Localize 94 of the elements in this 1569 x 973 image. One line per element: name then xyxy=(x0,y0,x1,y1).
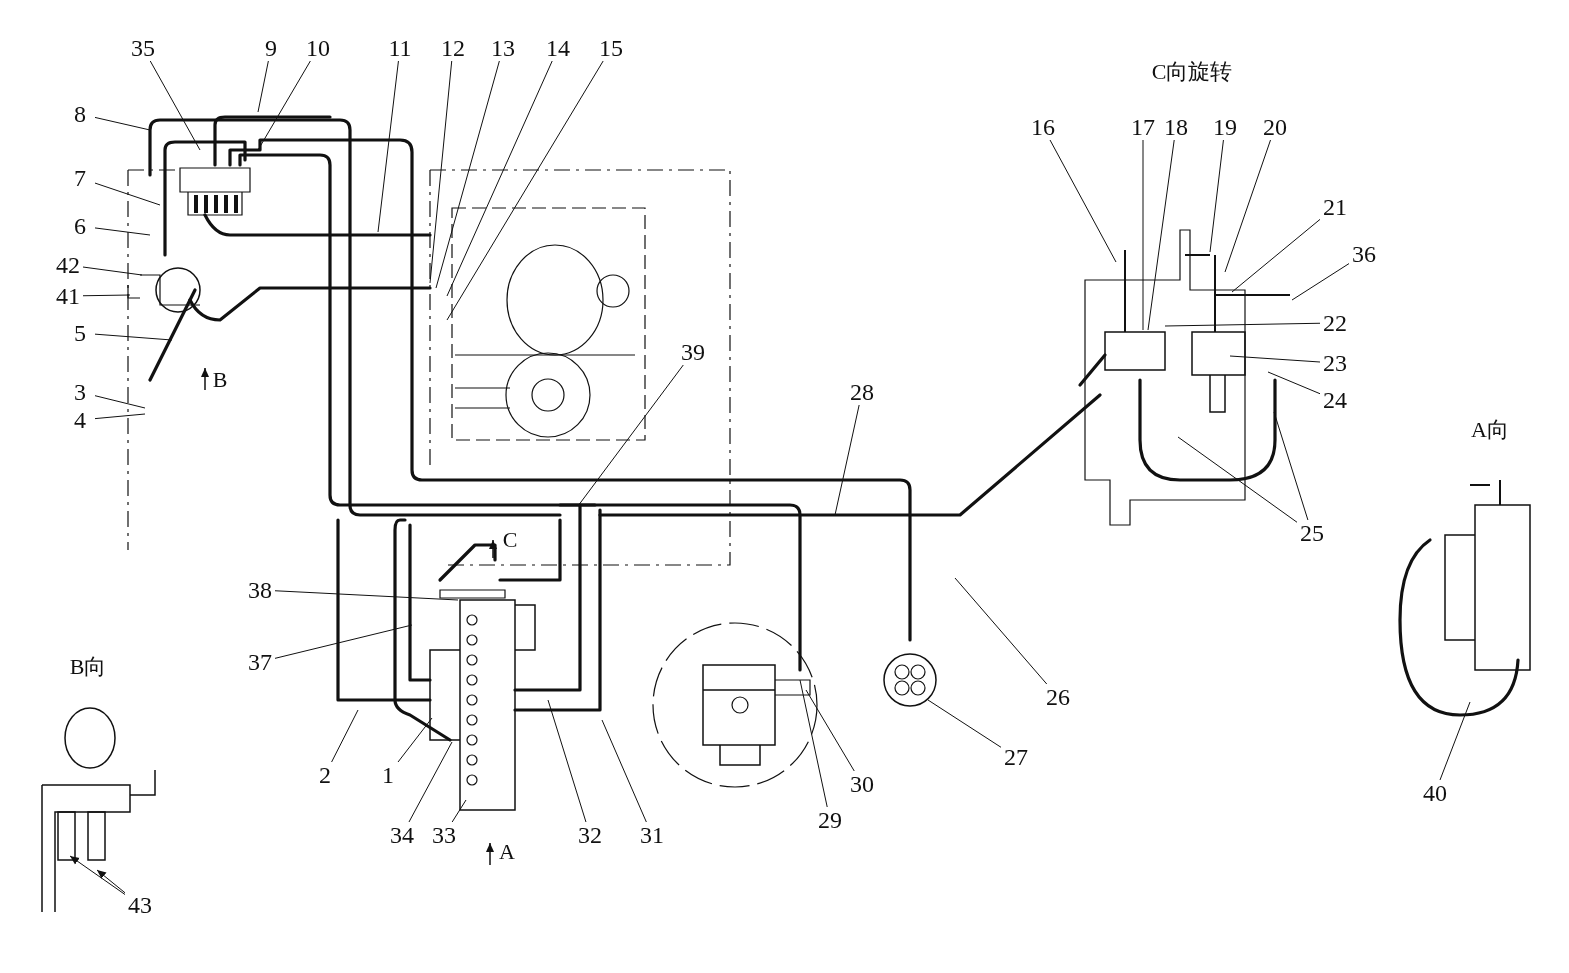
callout-number: 22 xyxy=(1320,310,1350,336)
callout-number: 33 xyxy=(429,822,459,848)
callout-number: 40 xyxy=(1420,780,1450,806)
callout-number: 10 xyxy=(303,35,333,61)
callout-number: 19 xyxy=(1210,114,1240,140)
leader-line xyxy=(435,60,500,289)
leader-line xyxy=(834,404,860,516)
callout-number: 29 xyxy=(815,807,845,833)
leader-line xyxy=(408,741,453,823)
callout-number: 34 xyxy=(387,822,417,848)
leader-line xyxy=(69,855,126,895)
callout-number: 38 xyxy=(245,577,275,603)
callout-number: 7 xyxy=(65,165,95,191)
view-label: A向 xyxy=(1471,416,1509,444)
leader-line xyxy=(805,689,855,772)
callout-number: 36 xyxy=(1349,241,1379,267)
leader-line xyxy=(257,60,269,113)
view-direction-letter: C xyxy=(502,527,518,553)
leader-line xyxy=(1142,139,1144,331)
view-direction-letter: B xyxy=(212,367,228,393)
leader-line xyxy=(82,294,131,297)
callout-number: 26 xyxy=(1043,684,1073,710)
callout-number: 5 xyxy=(65,320,95,346)
callout-number: 37 xyxy=(245,649,275,675)
leader-line xyxy=(451,799,467,823)
leader-line xyxy=(377,60,399,233)
callout-number: 28 xyxy=(847,379,877,405)
callout-number: 24 xyxy=(1320,387,1350,413)
callout-number: 3 xyxy=(65,379,95,405)
callout-number: 9 xyxy=(256,35,286,61)
leader-line xyxy=(429,60,453,284)
leader-line xyxy=(577,364,684,507)
leader-line xyxy=(1164,322,1321,327)
leader-line xyxy=(94,182,161,206)
leader-line xyxy=(96,869,126,894)
callout-number: 31 xyxy=(637,822,667,848)
callout-number: 4 xyxy=(65,407,95,433)
leader-line xyxy=(1177,436,1298,523)
callout-number: 23 xyxy=(1320,350,1350,376)
callout-number: 17 xyxy=(1128,114,1158,140)
callout-number: 20 xyxy=(1260,114,1290,140)
callout-number: 16 xyxy=(1028,114,1058,140)
leader-line xyxy=(94,395,146,409)
leader-line xyxy=(149,60,201,151)
leader-line xyxy=(257,60,311,151)
view-label: B向 xyxy=(69,653,107,681)
leader-line xyxy=(1049,139,1117,263)
leader-line xyxy=(1229,355,1321,363)
leader-line xyxy=(547,699,587,823)
leader-line xyxy=(1231,218,1321,293)
callout-number: 11 xyxy=(385,35,415,61)
leader-line xyxy=(1209,139,1224,253)
leader-line xyxy=(1267,371,1321,395)
leader-line xyxy=(1224,139,1271,273)
callout-number: 15 xyxy=(596,35,626,61)
callout-number: 13 xyxy=(488,35,518,61)
callout-number: 8 xyxy=(65,101,95,127)
view-label: C向旋转 xyxy=(1151,58,1233,86)
leader-line xyxy=(1147,139,1175,331)
callout-number: 1 xyxy=(373,762,403,788)
callout-number: 6 xyxy=(65,213,95,239)
view-direction-letter: A xyxy=(499,839,515,865)
callout-number: 30 xyxy=(847,771,877,797)
callout-number: 32 xyxy=(575,822,605,848)
leader-line xyxy=(446,60,553,297)
callout-number: 41 xyxy=(53,283,83,309)
leader-line xyxy=(94,116,151,131)
leader-line xyxy=(274,624,413,659)
leader-line xyxy=(274,590,459,601)
callout-number: 35 xyxy=(128,35,158,61)
leader-line xyxy=(927,699,1002,748)
callout-number: 12 xyxy=(438,35,468,61)
leader-line xyxy=(446,60,604,321)
callout-number: 2 xyxy=(310,762,340,788)
leader-line xyxy=(799,679,828,808)
callout-number: 25 xyxy=(1297,520,1327,546)
leader-line xyxy=(331,709,359,763)
leader-line xyxy=(1291,263,1350,301)
callout-number: 21 xyxy=(1320,194,1350,220)
callout-number: 27 xyxy=(1001,744,1031,770)
leader-line xyxy=(954,577,1048,685)
leader-line xyxy=(601,719,647,823)
callout-number: 14 xyxy=(543,35,573,61)
leader-line xyxy=(397,717,433,763)
leader-line xyxy=(94,333,173,341)
leader-line xyxy=(1273,411,1309,521)
callout-number: 42 xyxy=(53,252,83,278)
leader-line xyxy=(94,413,146,420)
callout-number: 18 xyxy=(1161,114,1191,140)
callout-number: 39 xyxy=(678,339,708,365)
leader-line xyxy=(94,227,151,236)
leader-line xyxy=(1439,701,1471,781)
leader-line xyxy=(82,266,143,276)
callout-number: 43 xyxy=(125,892,155,918)
